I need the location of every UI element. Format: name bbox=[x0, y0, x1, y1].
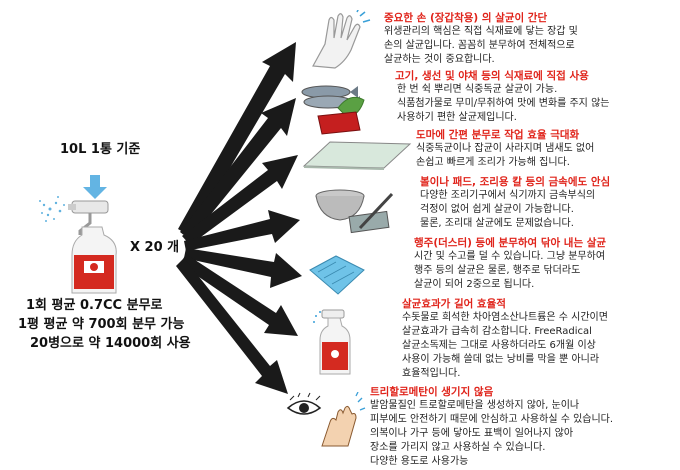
feature-title: 고기, 생선 및 야채 등의 식재료에 직접 사용 bbox=[395, 70, 589, 82]
summary-line-1: 1회 평균 0.7CC 분무로 bbox=[26, 298, 163, 313]
arrow-5 bbox=[184, 248, 302, 288]
arrow-2 bbox=[180, 98, 296, 240]
cloth-icon bbox=[306, 254, 366, 296]
feature-block-4: 볼이나 패드, 조리용 칼 등의 금속에도 안심 다양한 조리기구에서 식기까지… bbox=[420, 175, 610, 231]
feature-line: 피부에도 안전하기 때문에 안심하고 사용하실 수 있습니다. bbox=[370, 414, 614, 425]
feature-title: 도마에 간편 분무로 작업 효율 극대화 bbox=[416, 129, 580, 141]
feature-line: 발암물질인 트로할로메탄을 생성하지 않아, 눈이나 bbox=[370, 400, 580, 411]
feature-title: 살균효과가 길어 효율적 bbox=[402, 298, 506, 310]
arrow-6 bbox=[180, 254, 298, 336]
arrow-7 bbox=[176, 258, 288, 394]
feature-line: 위생관리의 핵심은 직접 식재료에 닿는 장갑 및 bbox=[384, 26, 578, 37]
feature-line: 효율적입니다. bbox=[402, 368, 461, 379]
feature-block-1: 중요한 손 (장갑착용) 의 살균이 간단 위생관리의 핵심은 직접 식재료에 … bbox=[384, 11, 578, 67]
feature-block-2: 고기, 생선 및 야채 등의 식재료에 직접 사용 한 번 쉭 뿌리면 식중독균… bbox=[395, 69, 609, 125]
feature-title: 볼이나 패드, 조리용 칼 등의 금속에도 안심 bbox=[420, 176, 611, 188]
eye-hand-icon bbox=[286, 392, 366, 448]
multiplier-label: X 20 개 bbox=[130, 240, 180, 255]
arrow-4 bbox=[184, 210, 300, 251]
feature-line: 살균이 되어 2중으로 됩니다. bbox=[414, 279, 535, 290]
feature-line: 사용이 가능해 쓸데 없는 낭비를 막을 뿐 아니라 bbox=[402, 354, 600, 365]
feature-line: 시간 및 수고를 덜 수 있습니다. 그냥 분무하여 bbox=[414, 251, 606, 262]
arrow-1 bbox=[178, 42, 296, 236]
feature-block-7: 트리할로메탄이 생기지 않음 발암물질인 트로할로메탄을 생성하지 않아, 눈이… bbox=[370, 385, 613, 469]
glove-icon bbox=[305, 10, 375, 70]
feature-line: 살균효과가 급속히 감소합니다. FreeRadical bbox=[402, 326, 592, 337]
feature-line: 걱정이 없어 쉽게 살균이 가능합니다. bbox=[420, 204, 574, 215]
fish-vegetable-icon bbox=[298, 78, 373, 136]
feature-title: 중요한 손 (장갑착용) 의 살균이 간단 bbox=[384, 12, 548, 24]
spray-bottle-icon bbox=[38, 175, 148, 295]
summary-line-3: 20병으로 약 14000회 사용 bbox=[30, 336, 191, 351]
feature-line: 다양한 용도로 사용가능 bbox=[370, 456, 469, 467]
cutting-board-icon bbox=[302, 140, 412, 170]
feature-title: 행주(더스터) 등에 분무하여 닦아 내는 살균 bbox=[414, 237, 607, 249]
feature-line: 식품첨가물로 무미/무취하여 맛에 변화를 주지 않는 bbox=[397, 98, 610, 109]
summary-line-2: 1평 평균 약 700회 분무 가능 bbox=[18, 317, 185, 332]
feature-line: 손의 살균입니다. 꼼꼼히 분무하여 전체적으로 bbox=[384, 40, 575, 51]
feature-title: 트리할로메탄이 생기지 않음 bbox=[370, 386, 494, 398]
feature-line: 살균하는 것이 중요합니다. bbox=[384, 54, 495, 65]
spray-bottle-small-icon bbox=[312, 306, 354, 376]
feature-line: 물론, 조리대 살균에도 문제없습니다. bbox=[420, 218, 574, 229]
bowl-knife-icon bbox=[310, 184, 400, 234]
feature-block-5: 행주(더스터) 등에 분무하여 닦아 내는 살균 시간 및 수고를 덜 수 있습… bbox=[414, 236, 606, 292]
feature-line: 손쉽고 빠르게 조리가 가능해 집니다. bbox=[416, 157, 570, 168]
feature-line: 수돗물로 희석한 차아염소산나트륨은 수 시간이면 bbox=[402, 312, 608, 323]
basis-label: 10L 1통 기준 bbox=[60, 142, 141, 157]
feature-line: 살균소독제는 그대로 사용하더라도 6개월 이상 bbox=[402, 340, 596, 351]
feature-line: 사용하기 편한 살균제입니다. bbox=[397, 112, 517, 123]
feature-line: 식중독균이나 잡균이 사라지며 냄새도 없어 bbox=[416, 143, 595, 154]
feature-block-3: 도마에 간편 분무로 작업 효율 극대화 식중독균이나 잡균이 사라지며 냄새도… bbox=[416, 128, 594, 170]
arrow-3 bbox=[182, 155, 298, 245]
feature-line: 한 번 쉭 뿌리면 식중독균 살균이 가능. bbox=[397, 84, 558, 95]
feature-block-6: 살균효과가 길어 효율적 수돗물로 희석한 차아염소산나트륨은 수 시간이면 살… bbox=[402, 297, 608, 381]
feature-line: 행주 등의 살균은 물론, 행주로 닦더라도 bbox=[414, 265, 581, 276]
feature-line: 의복이나 가구 등에 닿아도 표백이 일어나지 않아 bbox=[370, 428, 574, 439]
feature-line: 장소를 가리지 않고 사용하실 수 있습니다. bbox=[370, 442, 546, 453]
feature-line: 다양한 조리기구에서 식기까지 금속부식의 bbox=[420, 190, 596, 201]
